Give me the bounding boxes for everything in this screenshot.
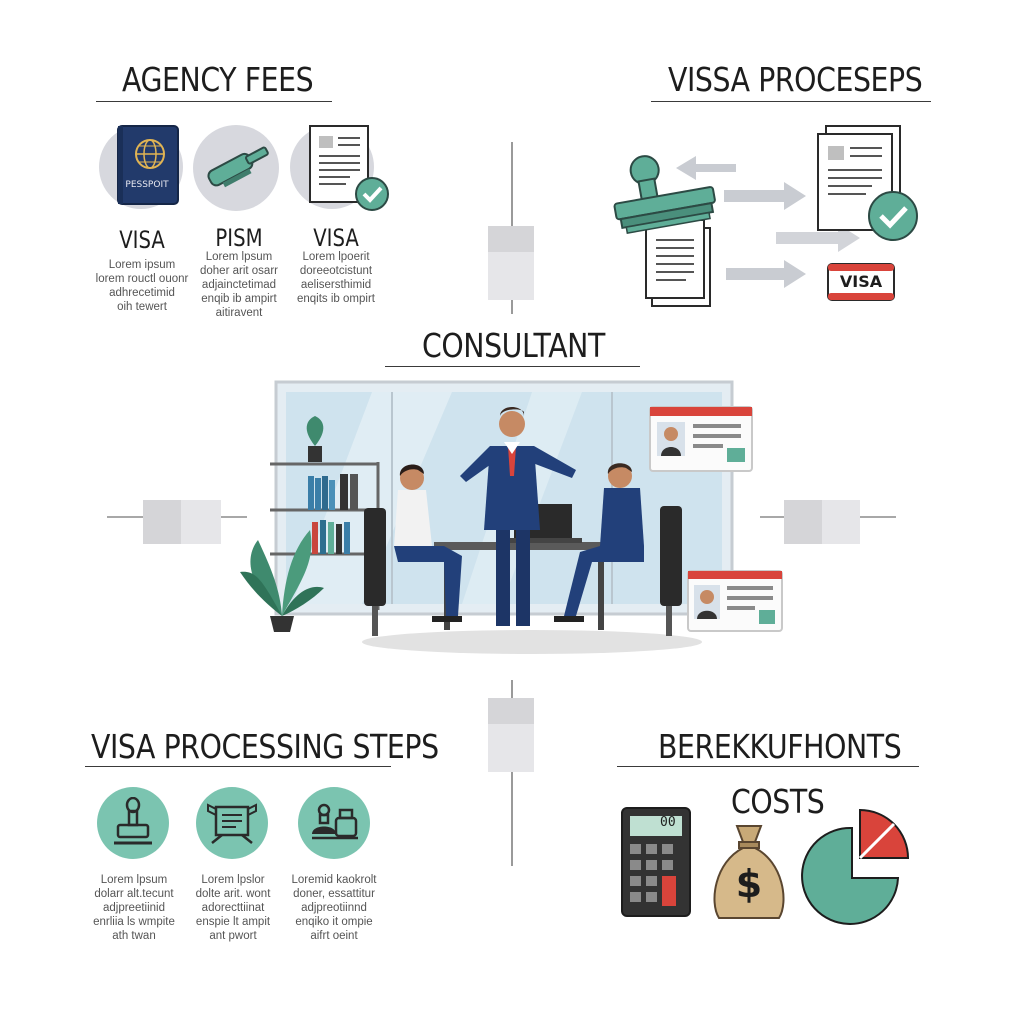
text-line: dolte arit. wont — [195, 888, 271, 900]
agency-item-2-label: PISM — [215, 224, 263, 252]
money-bag-icon — [709, 822, 789, 926]
agency-item-1-label: VISA — [119, 226, 165, 254]
costs-rule — [617, 766, 919, 767]
divider-block-bottom — [488, 698, 534, 724]
text-line: adorecttiinat — [201, 902, 265, 914]
arrow-right-icon — [726, 260, 806, 288]
text-line: adjainctetimad — [201, 279, 277, 291]
text-line: Loremid kaokrolt — [291, 874, 377, 886]
id-card-icon — [649, 406, 753, 472]
text-line: adjpreetiinid — [102, 902, 165, 914]
text-line: ant pwort — [209, 930, 257, 942]
consultant-title: CONSULTANT — [422, 326, 605, 365]
stamp-icon — [200, 138, 276, 200]
agency-item-3-label: VISA — [313, 224, 359, 252]
costs-subtitle: COSTS — [731, 782, 825, 821]
connector-left-block — [143, 500, 181, 544]
id-card-icon — [687, 570, 783, 632]
text-line: Lorem lpsum — [100, 874, 168, 886]
text-line: aitiravent — [215, 307, 263, 319]
text-line: Lorem lpoerit — [302, 251, 370, 263]
document-check-icon — [306, 122, 392, 214]
passport-icon — [114, 124, 182, 206]
text-line: doher arit osarr — [200, 265, 278, 277]
agency-fees-title: AGENCY FEES — [122, 60, 314, 99]
step-3-circle — [298, 787, 370, 859]
text-line: enspie lt ampit — [195, 916, 271, 928]
text-line: Lorem ipsum — [108, 259, 176, 271]
arrow-left-icon — [676, 156, 736, 180]
divider-bottom — [511, 680, 513, 866]
text-line: enrliia ls wmpite — [93, 916, 175, 928]
costs-section-title: BEREKKUFHONTS — [658, 727, 902, 766]
calculator-icon — [620, 806, 692, 918]
text-line: dolarr alt.tecunt — [94, 888, 174, 900]
divider-block-top — [488, 226, 534, 252]
calculator-display: 00 — [660, 815, 676, 830]
arrow-right-icon — [724, 182, 806, 210]
visa-process-title: VISSA PROCESEPS — [668, 60, 923, 99]
text-line: adjpreotiinnd — [301, 902, 367, 914]
processing-steps-rule — [85, 766, 391, 767]
document-scroll-icon — [206, 801, 258, 845]
text-line: oih tewert — [117, 301, 167, 313]
consultant-meeting-illustration — [232, 380, 792, 660]
step-2-circle — [196, 787, 268, 859]
text-line: Lorem lpsum — [205, 251, 273, 263]
text-line: ath twan — [112, 930, 156, 942]
agency-fees-rule — [96, 101, 332, 102]
dollar-symbol: $ — [735, 862, 763, 906]
connector-right-block — [784, 500, 822, 544]
text-line: aifrt oeint — [310, 930, 358, 942]
divider-block-top-2 — [488, 252, 534, 300]
visa-process-illustration — [606, 120, 926, 316]
text-line: enqiko it ompie — [295, 916, 373, 928]
pie-chart-icon — [800, 808, 916, 926]
agency-item-1-text: Lorem ipsum lorem rouctl ouonr adhreceti… — [92, 258, 192, 314]
step-3-text: Loremid kaokrolt doner, essattitur adjpr… — [282, 873, 386, 943]
stamp-icon — [112, 797, 154, 849]
divider-block-bottom-2 — [488, 724, 534, 772]
connector-left-block-2 — [181, 500, 221, 544]
text-line: enqits ib ompirt — [297, 293, 375, 305]
stamp-set-icon — [310, 800, 360, 844]
step-1-text: Lorem lpsum dolarr alt.tecunt adjpreetii… — [84, 873, 184, 943]
text-line: adhrecetimid — [109, 287, 175, 299]
processing-steps-title: VISA PROCESSING STEPS — [91, 727, 439, 766]
visa-badge-text: VISA — [839, 272, 883, 291]
text-line: doreeotcistunt — [299, 265, 373, 277]
visa-process-rule — [651, 101, 931, 102]
step-2-text: Lorem lpslor dolte arit. wont adorecttii… — [183, 873, 283, 943]
consultant-rule — [385, 366, 640, 367]
text-line: aelisersthimid — [300, 279, 372, 291]
text-line: enqib ib ampirt — [201, 293, 277, 305]
passport-label: PESSPOIT — [125, 180, 169, 190]
agency-item-3-text: Lorem lpoerit doreeotcistunt aelisersthi… — [286, 250, 386, 306]
text-line: lorem rouctl ouonr — [95, 273, 189, 285]
agency-item-2-text: Lorem lpsum doher arit osarr adjaincteti… — [189, 250, 289, 320]
text-line: Lorem lpslor — [201, 874, 265, 886]
text-line: doner, essattitur — [293, 888, 375, 900]
connector-right-block-2 — [822, 500, 860, 544]
